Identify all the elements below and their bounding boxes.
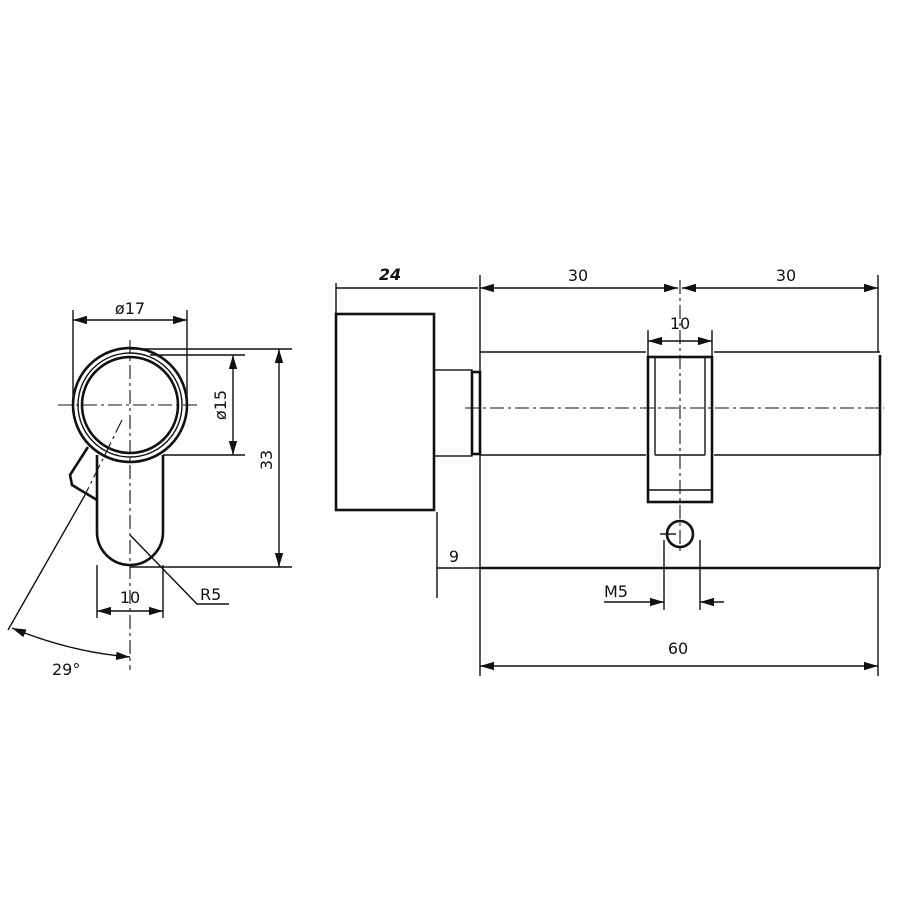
dim-dia15: ø15 bbox=[211, 390, 230, 420]
dim-30-left: 30 bbox=[568, 266, 588, 285]
dim-10-slot: 10 bbox=[120, 588, 140, 607]
front-view: ø17 ø15 33 10 R5 29° bbox=[7, 299, 292, 679]
dim-30-right: 30 bbox=[776, 266, 796, 285]
cam-tab bbox=[68, 446, 98, 502]
knob bbox=[334, 312, 436, 512]
dim-angle: 29° bbox=[52, 660, 80, 679]
dim-60: 60 bbox=[668, 639, 688, 658]
dim-10-cam: 10 bbox=[670, 314, 690, 333]
knob-neck bbox=[433, 369, 473, 457]
dim-dia17: ø17 bbox=[115, 299, 145, 318]
dim-m5: M5 bbox=[604, 582, 628, 601]
dim-24: 24 bbox=[379, 265, 401, 284]
dim-9: 9 bbox=[449, 547, 459, 566]
dim-33: 33 bbox=[257, 450, 276, 470]
side-view: 24 30 30 10 9 M5 60 bbox=[334, 265, 884, 676]
dim-r5: R5 bbox=[200, 585, 221, 604]
